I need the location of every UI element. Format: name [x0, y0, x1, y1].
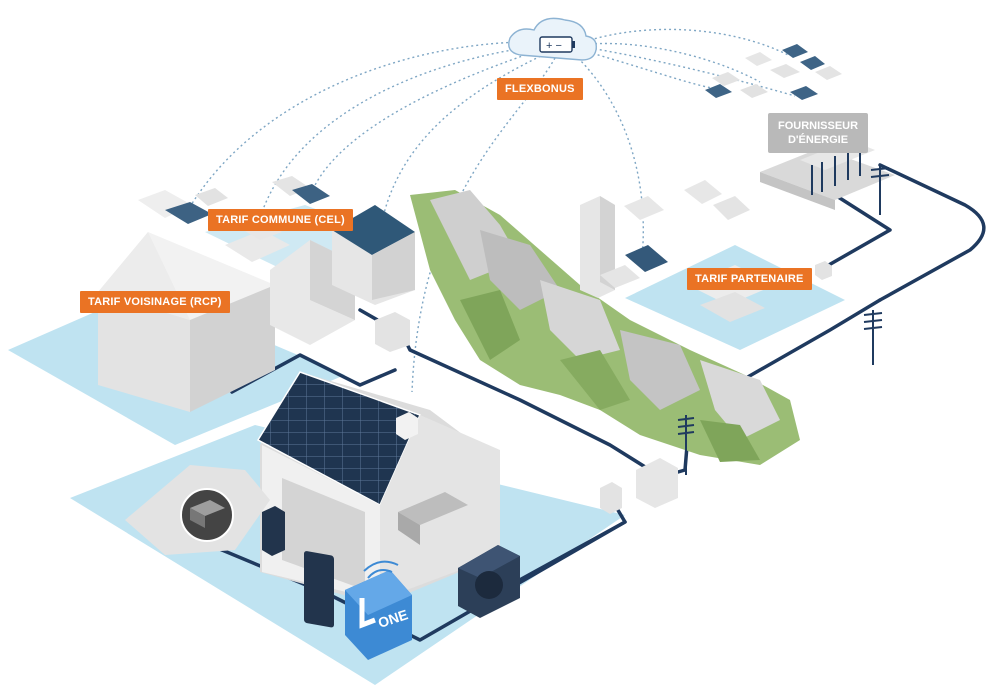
distant-houses — [705, 44, 842, 100]
heat-pump — [458, 545, 520, 618]
tarif-voisinage-tag: TARIF VOISINAGE (RCP) — [80, 291, 230, 313]
meter-boxes — [375, 261, 832, 514]
fournisseur-line2: D'ÉNERGIE — [787, 134, 849, 146]
flexbonus-tag: FLEXBONUS — [497, 78, 583, 100]
utility-poles — [677, 165, 890, 475]
cloud-battery-icon: + − — [508, 17, 597, 61]
mountain — [410, 190, 800, 465]
car — [125, 465, 270, 555]
svg-text:+ −: + − — [546, 40, 562, 52]
tarif-commune-tag: TARIF COMMUNE (CEL) — [208, 209, 353, 231]
voisinage-house — [98, 232, 275, 412]
fournisseur-line1: FOURNISSEUR — [778, 120, 859, 132]
main-house — [256, 371, 500, 628]
fournisseur-tag: FOURNISSEUR D'ÉNERGIE — [768, 113, 869, 153]
one-logo: ONE — [345, 560, 412, 660]
tarif-partenaire-tag: TARIF PARTENAIRE — [687, 268, 812, 290]
